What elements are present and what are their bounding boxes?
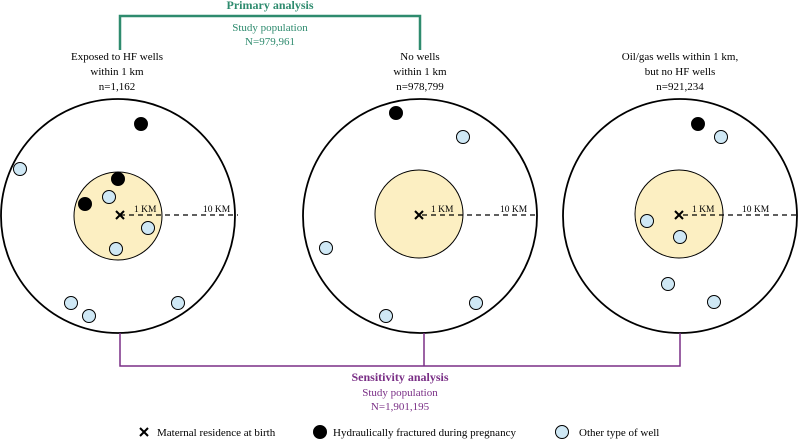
group-3-1km-label: 1 KM (692, 205, 715, 215)
group-2-1km-label: 1 KM (431, 205, 454, 215)
legend-hf-well-icon (313, 425, 327, 439)
group-3-label-line3: n=921,234 (656, 81, 704, 93)
primary-analysis-bracket (118, 14, 422, 50)
group-1-residence-marker (115, 210, 125, 220)
sensitivity-population-label: Study population (362, 387, 438, 399)
group-1-label-line3: n=1,162 (99, 81, 135, 93)
group-2-label-line3: n=978,799 (396, 81, 444, 93)
group-2-label-line1: No wells (400, 51, 439, 63)
hf-well (78, 197, 92, 211)
primary-analysis-title: Primary analysis (227, 0, 314, 12)
group-1-label-line2: within 1 km (90, 66, 144, 78)
group-3-diagram: 1 KM 10 KM (562, 98, 798, 334)
group-3-label-line2: but no HF wells (645, 66, 716, 78)
legend-hf-well-label: Hydraulically fractured during pregnancy (333, 427, 516, 439)
group-2-10km-label: 10 KM (500, 205, 528, 215)
legend-other-well-label: Other type of well (579, 427, 659, 439)
sensitivity-analysis-bracket (119, 333, 681, 367)
group-2-residence-marker (414, 210, 424, 220)
other-well (456, 130, 470, 144)
legend-residence-icon (139, 427, 149, 437)
legend-residence-label: Maternal residence at birth (157, 427, 276, 439)
group-1-label-line1: Exposed to HF wells (71, 51, 163, 63)
other-well (714, 130, 728, 144)
hf-well (691, 117, 705, 131)
group-3-10km-label: 10 KM (742, 205, 770, 215)
other-well (640, 214, 654, 228)
other-well (469, 296, 483, 310)
other-well (673, 230, 687, 244)
group-1-1km-label: 1 KM (134, 205, 157, 215)
other-well (141, 221, 155, 235)
other-well (64, 296, 78, 310)
other-well (171, 296, 185, 310)
other-well (379, 309, 393, 323)
primary-population-n: N=979,961 (245, 36, 295, 48)
legend-other-well-icon (555, 425, 569, 439)
other-well (109, 242, 123, 256)
group-2-diagram: 1 KM 10 KM (302, 98, 538, 334)
other-well (707, 295, 721, 309)
other-well (661, 277, 675, 291)
other-well (319, 241, 333, 255)
other-well (82, 309, 96, 323)
hf-well (111, 172, 125, 186)
legend: Maternal residence at birth Hydraulicall… (139, 425, 659, 439)
group-3-label-line1: Oil/gas wells within 1 km, (622, 51, 739, 63)
group-2-label-line2: within 1 km (393, 66, 447, 78)
primary-population-label: Study population (232, 22, 308, 34)
hf-well (134, 117, 148, 131)
sensitivity-population-n: N=1,901,195 (371, 401, 430, 413)
sensitivity-analysis-title: Sensitivity analysis (351, 370, 448, 384)
other-well (102, 190, 116, 204)
group-3-residence-marker (674, 210, 684, 220)
other-well (13, 162, 27, 176)
group-1-10km-label: 10 KM (203, 205, 231, 215)
hf-well (389, 106, 403, 120)
group-1-diagram: 1 KM 10 KM (0, 98, 238, 334)
